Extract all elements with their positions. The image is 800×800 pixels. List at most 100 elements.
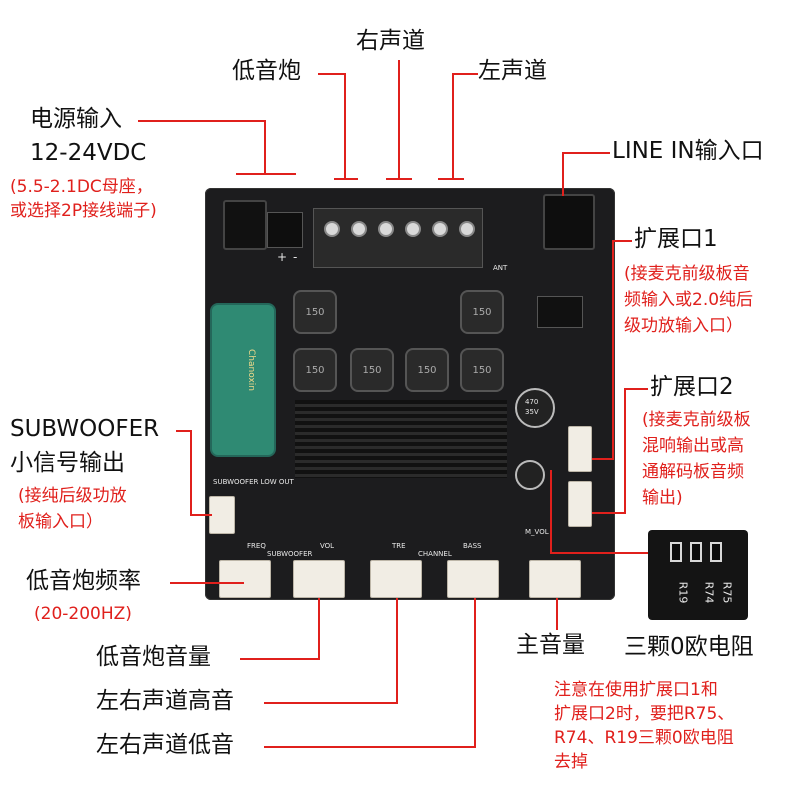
label-left-channel: 左声道	[478, 58, 547, 84]
connector-sub-volume	[293, 560, 345, 598]
silk-freq: FREQ	[247, 542, 266, 550]
label-bass: 左右声道低音	[96, 732, 234, 758]
label-resistors: 三颗0欧电阻	[624, 634, 754, 660]
inductor-5: 150	[405, 348, 449, 392]
label-power-title: 电源输入	[30, 106, 122, 132]
leader-subwoofer-h	[318, 73, 346, 75]
filter-capacitor: Chanoxin	[210, 303, 276, 457]
note-ext2-4: 输出)	[642, 488, 683, 508]
note-ext1-2: 频输入或2.0纯后	[624, 290, 754, 310]
inductor-6: 150	[460, 348, 504, 392]
label-power-voltage: 12-24VDC	[30, 140, 147, 166]
connector-sub-freq	[219, 560, 271, 598]
silk-ant: ANT	[493, 264, 508, 272]
silk-m-vol: M_VOL	[525, 528, 549, 536]
label-sub-out-2: 小信号输出	[10, 450, 125, 476]
note-sub-freq-range: (20-200HZ)	[34, 604, 132, 624]
expansion-port-2	[568, 481, 592, 527]
leader-sub-out-v	[190, 430, 192, 516]
label-sub-volume: 低音炮音量	[96, 644, 211, 670]
leader-sub-volume-h	[240, 658, 320, 660]
inductor-3: 150	[293, 348, 337, 392]
inductor-1: 150	[293, 290, 337, 334]
label-main-volume: 主音量	[516, 632, 585, 658]
connector-bass	[447, 560, 499, 598]
amplifier-board: + - ANT 150 150 150 150 150 150 Chanoxin…	[205, 188, 615, 600]
leader-subwoofer-v	[344, 73, 346, 179]
leader-sub-volume-v	[318, 598, 320, 660]
note-power-2: 或选择2P接线端子)	[10, 201, 157, 221]
note-power-1: (5.5-2.1DC母座，	[10, 177, 153, 197]
warning-3: R74、R19三颗0欧电阻	[554, 728, 734, 748]
leader-left-channel-v	[452, 73, 454, 179]
dc-power-jack	[223, 200, 267, 250]
ic-chip	[537, 296, 583, 328]
connector-main-volume	[529, 560, 581, 598]
leader-resistor-v	[550, 470, 552, 554]
leader-ext2-v	[624, 388, 626, 514]
capacitor-small	[515, 460, 545, 490]
leader-ext2-h2	[592, 512, 626, 514]
leader-bass-h	[264, 746, 476, 748]
label-ext1-title: 扩展口1	[634, 226, 718, 252]
silk-tre: TRE	[392, 542, 406, 550]
warning-4: 去掉	[554, 752, 588, 772]
silk-plus: +	[277, 250, 288, 264]
leader-sub-out-h	[176, 430, 192, 432]
leader-left-channel-h	[452, 73, 478, 75]
note-sub-out-1: (接纯后级功放	[18, 486, 127, 506]
inductor-2: 150	[460, 290, 504, 334]
note-ext2-1: (接麦克前级板	[642, 410, 751, 430]
leader-treble-h	[264, 702, 398, 704]
capacitor-470uf: 470 35V	[515, 388, 555, 428]
leader-power-h	[138, 120, 266, 122]
leader-sub-freq-h	[170, 582, 244, 584]
leader-main-volume-v	[556, 598, 558, 630]
leader-bass-v	[474, 598, 476, 748]
warning-1: 注意在使用扩展口1和	[554, 680, 718, 700]
label-treble: 左右声道高音	[96, 688, 234, 714]
label-sub-out-1: SUBWOOFER	[10, 416, 160, 442]
leader-ext1-h	[612, 240, 632, 242]
speaker-terminal-block	[313, 208, 483, 268]
label-right-channel: 右声道	[356, 28, 425, 54]
note-ext1-1: (接麦克前级板音	[624, 264, 750, 284]
note-ext2-3: 通解码板音频	[642, 462, 744, 482]
label-line-in: LINE IN输入口	[612, 138, 764, 164]
inductor-4: 150	[350, 348, 394, 392]
connector-treble	[370, 560, 422, 598]
silk-vol: VOL	[320, 542, 335, 550]
leader-sub-out-h2	[190, 514, 212, 516]
expansion-port-1	[568, 426, 592, 472]
silk-channel: CHANNEL	[418, 550, 452, 558]
silk-subwoofer: SUBWOOFER	[267, 550, 313, 558]
leader-treble-v	[396, 598, 398, 704]
leader-line-in-v	[562, 152, 564, 196]
silk-brand: Chanoxin	[245, 349, 256, 391]
leader-power-bar	[236, 173, 296, 175]
note-ext1-3: 级功放输入口）	[624, 316, 743, 336]
note-sub-out-2: 板输入口）	[18, 512, 103, 532]
label-ext2-title: 扩展口2	[650, 374, 734, 400]
silk-r19: R19	[676, 581, 690, 604]
leader-resistor-h	[550, 552, 648, 554]
leader-left-channel-bar	[438, 178, 464, 180]
leader-ext2-h	[624, 388, 648, 390]
note-ext2-2: 混响输出或高	[642, 436, 744, 456]
power-2p-terminal	[267, 212, 303, 248]
heatsink	[295, 400, 507, 478]
leader-line-in-h	[562, 152, 610, 154]
leader-right-channel-v	[398, 60, 400, 179]
resistor-zoom-inset: R75 R74 R19	[648, 530, 748, 620]
label-sub-freq: 低音炮频率	[26, 568, 141, 594]
leader-ext1-v	[612, 240, 614, 460]
leader-ext1-h2	[592, 458, 614, 460]
line-in-jack	[543, 194, 595, 250]
leader-right-channel-bar	[386, 178, 412, 180]
silk-bass: BASS	[463, 542, 482, 550]
silk-r74: R74	[702, 581, 716, 604]
subwoofer-out-connector	[209, 496, 235, 534]
silk-sub-low-out: SUBWOOFER LOW OUT	[213, 478, 294, 486]
silk-minus: -	[293, 250, 298, 264]
silk-r75: R75	[720, 581, 734, 604]
